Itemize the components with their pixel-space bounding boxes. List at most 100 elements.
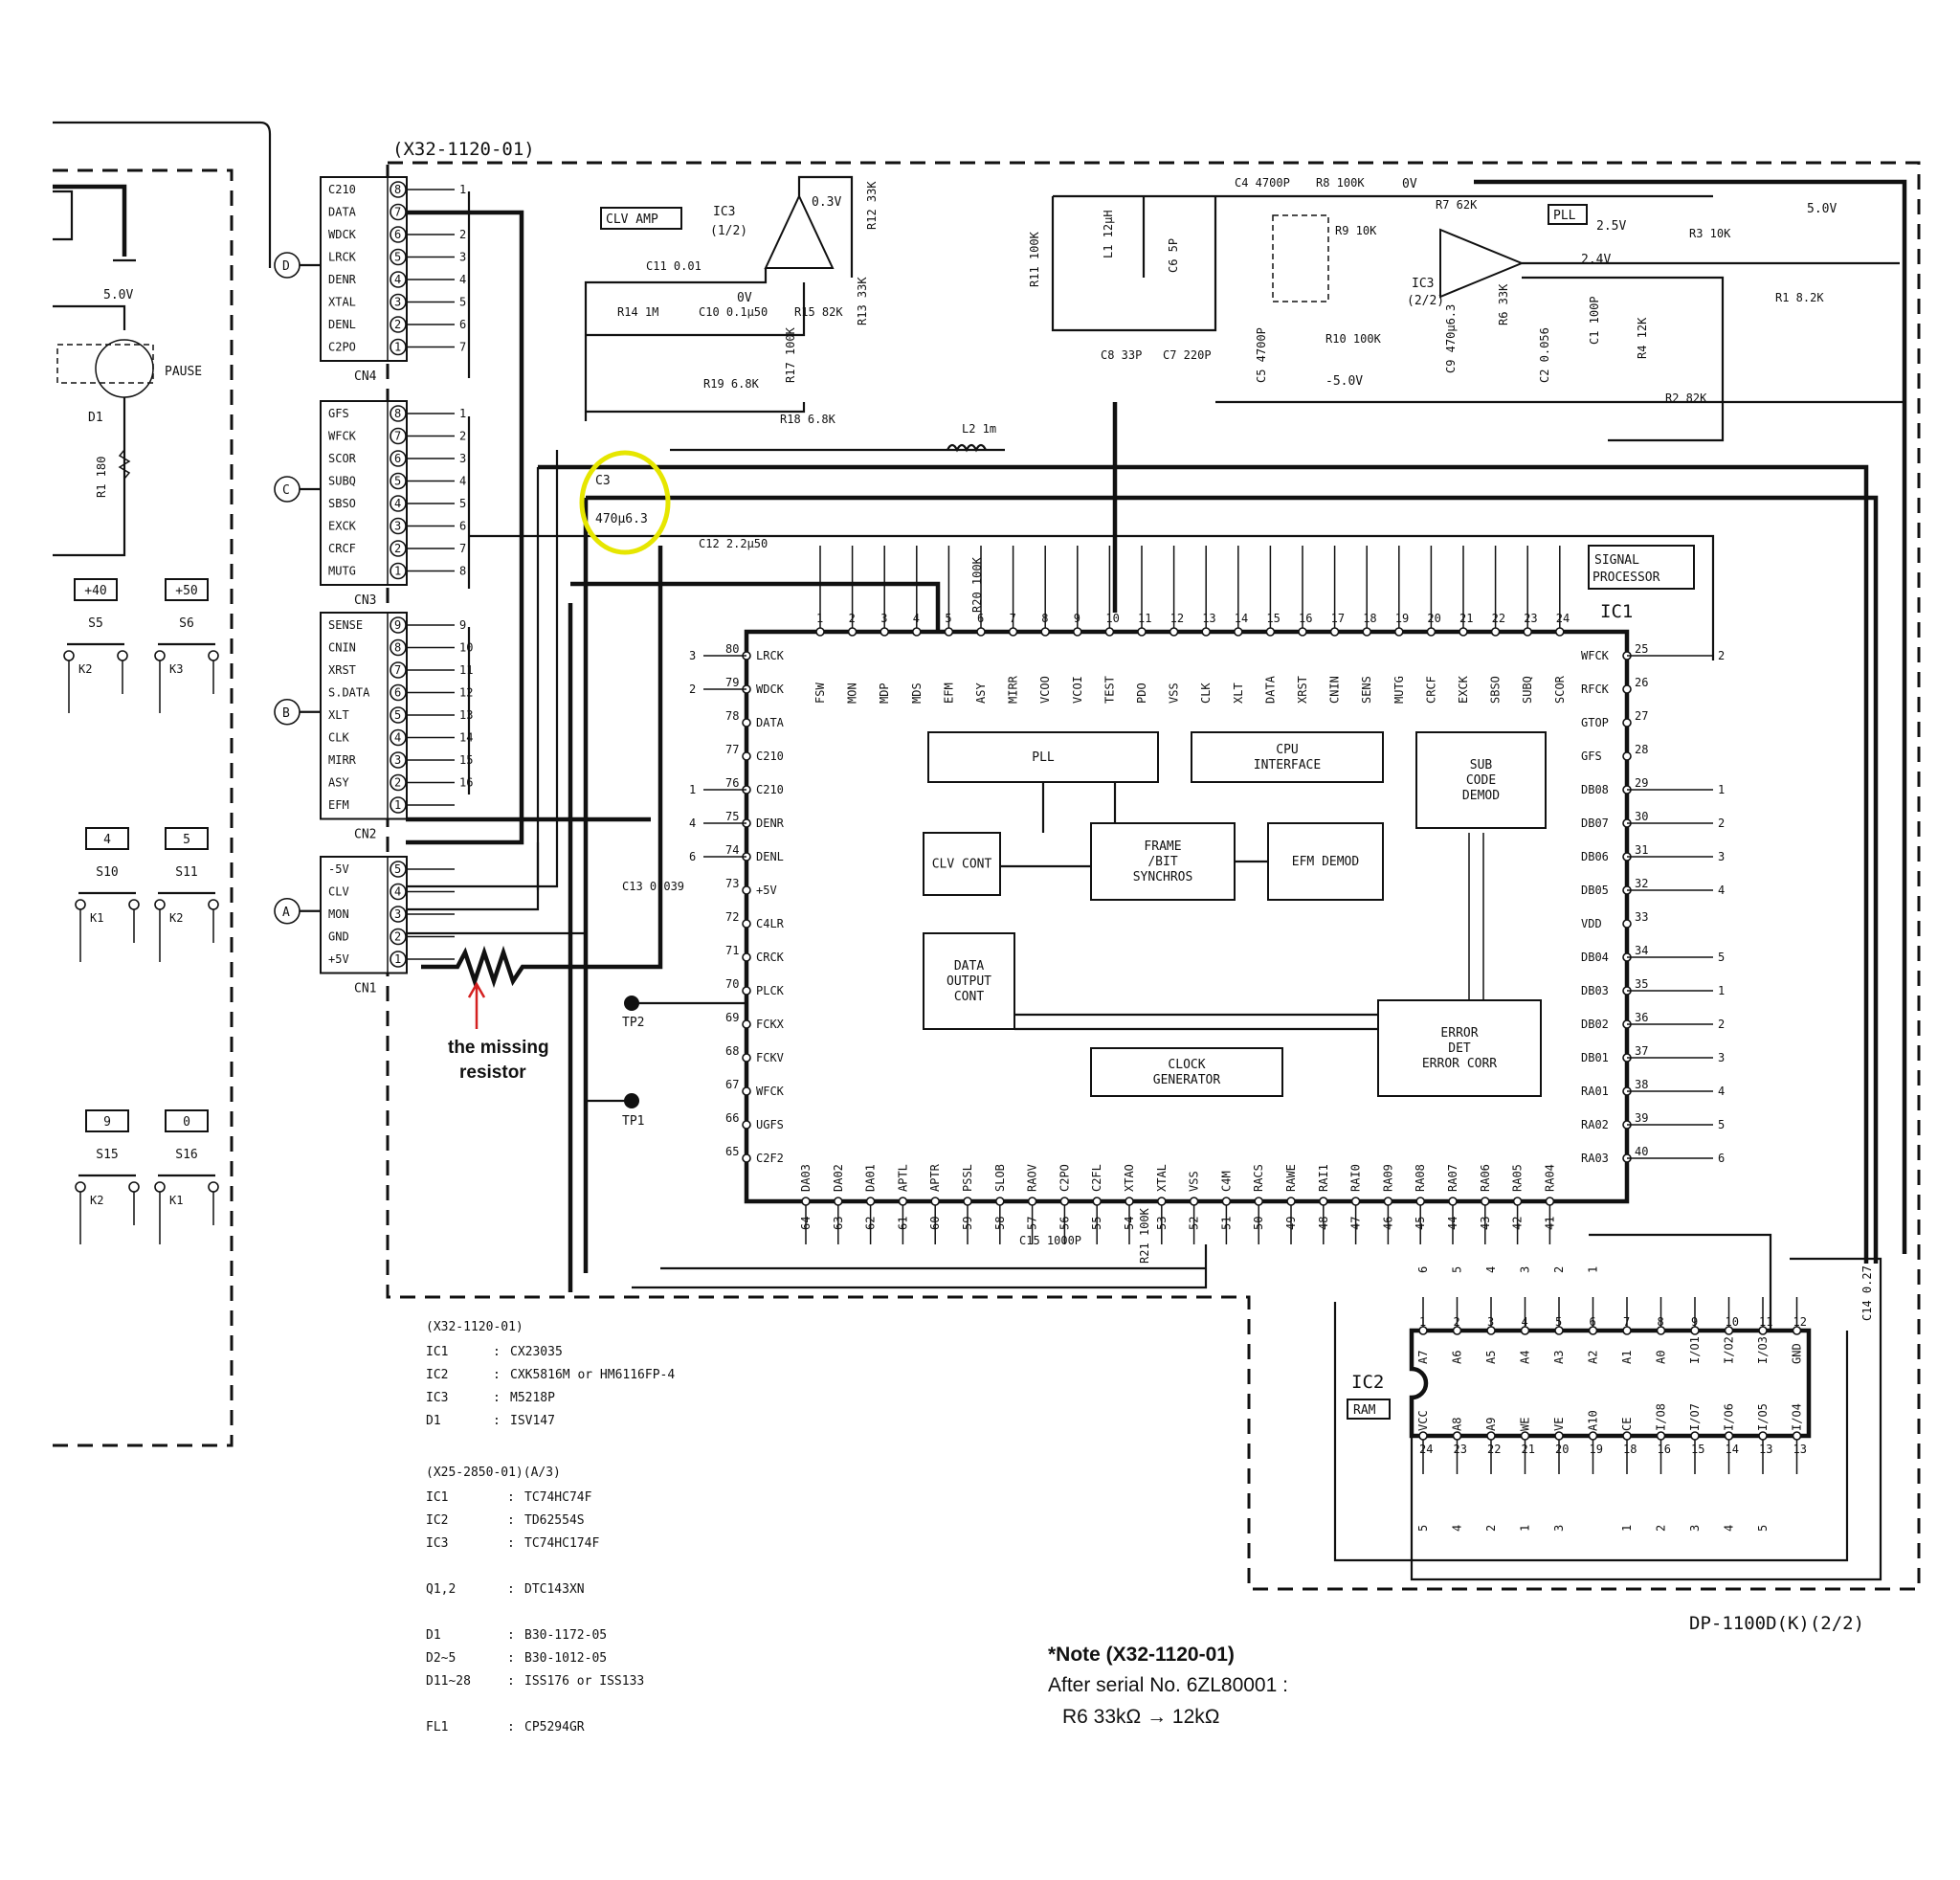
ic1-pin-number: 44: [1446, 1217, 1459, 1230]
ic2-net-tag: 2: [1552, 1266, 1566, 1273]
switch-key-label: +40: [84, 584, 106, 598]
parts-ref: D11~28: [426, 1674, 471, 1689]
ic2-pin-number: 16: [1658, 1443, 1671, 1456]
component-value: R9 10K: [1335, 224, 1377, 237]
ic1-pin-label: DB08: [1581, 783, 1609, 796]
ic1-pin-label: SCOR: [1553, 675, 1567, 704]
parts-name: B30-1172-05: [524, 1628, 607, 1643]
ic2-pin-number: 1: [1419, 1315, 1426, 1329]
parts-name: CP5294GR: [524, 1720, 585, 1735]
ic2-pin-number: 19: [1590, 1443, 1603, 1456]
parts-ref: IC3: [426, 1391, 448, 1405]
connector-pin-number: 3: [394, 520, 401, 533]
connector-pin-number: 1: [394, 952, 401, 966]
component-value: R19 6.8K: [703, 377, 760, 391]
ic1-block-label: ERROR: [1440, 1026, 1478, 1041]
connector-pin-label: CRCF: [328, 542, 356, 555]
ic1-pin-label: C2FL: [1090, 1164, 1103, 1192]
connector-pin-label: C210: [328, 183, 356, 196]
parts-row: D11~28:ISS176 or ISS133: [426, 1674, 644, 1689]
parts-sep: :: [507, 1582, 515, 1597]
ic2-pin-number: 13: [1793, 1443, 1807, 1456]
ic2-pin-10: 10I/O2: [1723, 1297, 1739, 1364]
connector-pin-label: EXCK: [328, 520, 357, 533]
connector-pin-label: EFM: [328, 798, 349, 812]
parts-name: B30-1012-05: [524, 1651, 607, 1666]
ic1-pin-number: 7: [1010, 612, 1016, 625]
tp1-label: TP1: [622, 1114, 644, 1129]
ic1-pin-label: SENS: [1360, 676, 1373, 704]
component-value: R8 100K: [1316, 176, 1365, 190]
parts-row: D2~5:B30-1012-05: [426, 1651, 607, 1666]
connector-pin-number: 9: [394, 618, 401, 632]
component-value: C12 2.2μ50: [699, 537, 768, 550]
ic1-pin-label: DB02: [1581, 1018, 1609, 1031]
ic2-net-tag: 5: [1756, 1525, 1770, 1532]
ic2-pin-number: 21: [1522, 1443, 1535, 1456]
connector-net-tag: 11: [459, 663, 473, 677]
parts-sep: :: [507, 1536, 515, 1551]
ic2-pins: 1A762A653A544A435A326A217A18A09I/O110I/O…: [1416, 1266, 1807, 1532]
ic2-net-tag: 4: [1484, 1266, 1498, 1273]
ic3b-v2: 2.4V: [1581, 253, 1611, 267]
parts-ref: D2~5: [426, 1651, 456, 1666]
connector-net-tag: 4: [459, 475, 466, 488]
ic1-pin-label: RA04: [1543, 1164, 1556, 1192]
ic1-pin-label: DATA: [756, 716, 785, 729]
connector-pin-label: MIRR: [328, 753, 357, 767]
connector-pin-label: XLT: [328, 708, 349, 722]
ic1-pin-label: VSS: [1168, 683, 1181, 704]
ic1-pin-number: 67: [725, 1078, 739, 1091]
ic1-pin-number: 39: [1635, 1111, 1648, 1125]
ic2-pin-number: 7: [1623, 1315, 1630, 1329]
ic2-pin-11: 11I/O3: [1756, 1297, 1772, 1364]
connector-pin-label: LRCK: [328, 251, 357, 264]
annotation-arrow: [467, 981, 486, 1029]
ic1-pin-number: 25: [1635, 642, 1648, 656]
switch-contact: K2: [90, 1194, 103, 1207]
ic1-pin-number: 60: [928, 1217, 942, 1230]
component-c1: C1 100P: [1588, 296, 1601, 345]
ic1-net-tag: 2: [1718, 817, 1725, 830]
component-r21: R21 100K: [1138, 1207, 1151, 1264]
ic1-pin-number: 6: [977, 612, 984, 625]
component-r7: R7 62K: [1436, 198, 1478, 212]
ic1-block-label: CLV CONT: [932, 858, 992, 872]
ic3a-part: (1/2): [710, 224, 747, 238]
connector-net-tag: 6: [459, 318, 466, 331]
switch-contact: K3: [169, 662, 183, 676]
ic1-pin-label: XRST: [1296, 676, 1309, 704]
ic1-pin-number: 12: [1170, 612, 1184, 625]
ic1-pin-number: 56: [1058, 1217, 1071, 1230]
ic1-pin-label: PSSL: [961, 1164, 974, 1192]
connector-net-tag: 16: [459, 776, 473, 790]
ic1-pin-number: 9: [1074, 612, 1080, 625]
ic1-pin-number: 30: [1635, 810, 1648, 823]
connector-net-tag: 2: [459, 430, 466, 443]
ic2-net-tag: 1: [1620, 1525, 1634, 1532]
ic1-pin-number: 23: [1524, 612, 1537, 625]
ic1-pin-label: GFS: [1581, 750, 1602, 763]
ic2-net-tag: 6: [1416, 1266, 1430, 1273]
ic1-pin-label: DB03: [1581, 984, 1609, 997]
ic1-pin-number: 71: [725, 944, 739, 957]
parts-row: IC2:TD62554S: [426, 1513, 585, 1528]
ic1-block: PLL: [927, 731, 1159, 783]
connector-pin-number: 8: [394, 407, 401, 420]
ic1-pin-number: 52: [1188, 1217, 1201, 1230]
ic1-block-label: EFM DEMOD: [1292, 855, 1360, 869]
